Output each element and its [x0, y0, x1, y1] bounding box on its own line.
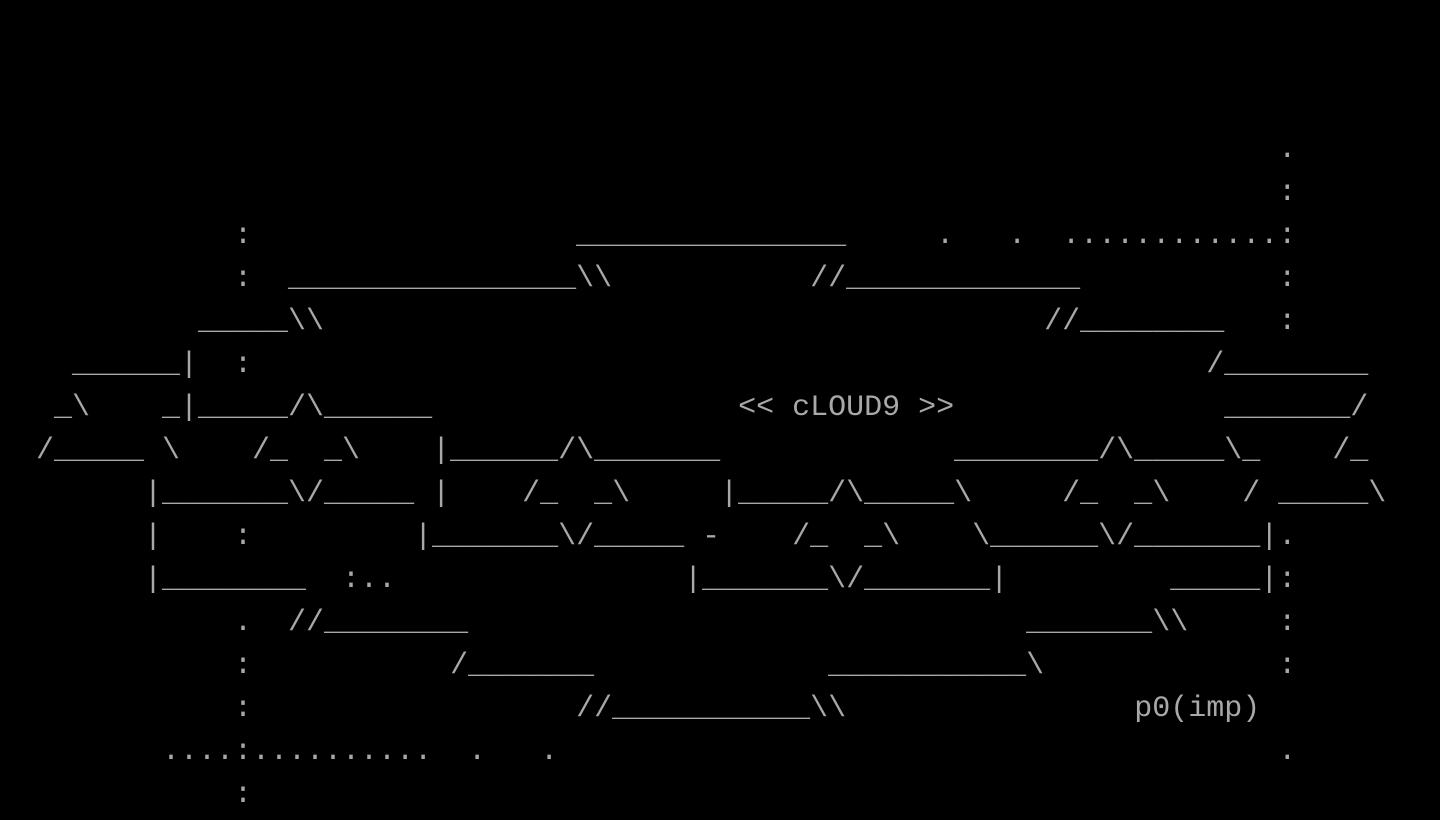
art-title: << cLOUD9 >>	[738, 391, 955, 425]
art-line: :	[0, 778, 253, 812]
art-segment: _\ _|_____/\______	[0, 391, 739, 425]
art-line: _____\\ //________ :	[0, 305, 1297, 339]
art-line-signature-row: : //___________\\ p0(imp)	[0, 688, 1260, 731]
art-line: ______| : /________	[0, 348, 1369, 382]
art-line: . //________ _______\\ :	[0, 606, 1297, 640]
art-line: |_______\/_____ | /_ _\ |_____/\_____\ /…	[0, 477, 1387, 511]
art-line: .	[0, 133, 1297, 167]
art-line: /_____ \ /_ _\ |______/\_______ ________…	[0, 434, 1369, 468]
art-line: :	[0, 176, 1297, 210]
art-line: | : |_______\/_____ - /_ _\ \______\/___…	[0, 520, 1297, 554]
art-line: : /_______ ___________\ :	[0, 649, 1297, 683]
art-line-title-row: _\ _|_____/\______ << cLOUD9 >> _______/	[0, 387, 1368, 430]
artist-signature: p0(imp)	[1134, 692, 1261, 726]
art-line: ....:.......... . . .	[0, 735, 1297, 769]
art-segment: _______/	[954, 391, 1369, 425]
art-line: : ________________\\ //_____________ :	[0, 262, 1297, 296]
art-line: : _______________ . . ............:	[0, 219, 1297, 253]
art-segment: : //___________\\	[0, 692, 1135, 726]
art-line: |________ :.. |_______\/_______| _____|:	[0, 563, 1297, 597]
